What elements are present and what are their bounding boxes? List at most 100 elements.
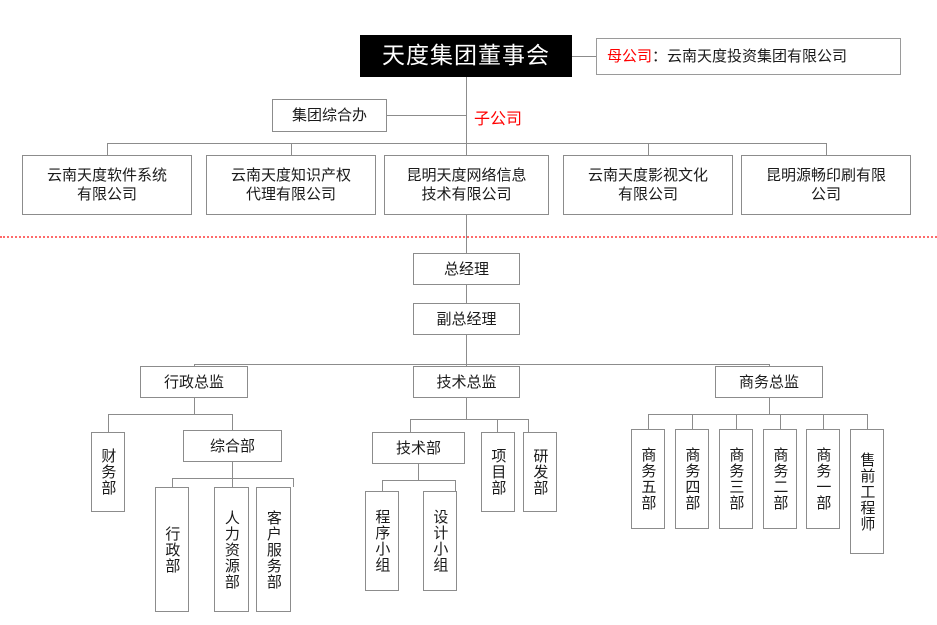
connector-business-drop-2 [692, 414, 693, 429]
node-label: 商务五部 [639, 447, 658, 511]
node-programming-team[interactable]: 程序小组 [365, 491, 399, 591]
connector-admin-drop-finance [108, 414, 109, 432]
node-subsidiary-5[interactable]: 昆明源畅印刷有限 公司 [741, 155, 911, 215]
node-general-affairs-department[interactable]: 综合部 [183, 430, 282, 462]
node-subsidiary-4[interactable]: 云南天度影视文化 有限公司 [563, 155, 733, 215]
connector-ga-drop-3 [293, 478, 294, 487]
node-director-technology[interactable]: 技术总监 [413, 366, 520, 398]
connector-tech-drop-dept [410, 419, 411, 432]
node-label-line1: 云南天度软件系统 [46, 166, 167, 185]
node-technology-department[interactable]: 技术部 [372, 432, 465, 464]
node-label: 项目部 [489, 448, 508, 496]
connector-techdept-drop-1 [382, 480, 383, 491]
node-director-administration[interactable]: 行政总监 [140, 366, 248, 398]
node-label: 程序小组 [373, 509, 392, 573]
connector-business-drop-5 [823, 414, 824, 429]
connector-admin-drop-general [232, 414, 233, 430]
connector-business-drop-4 [780, 414, 781, 429]
node-director-business[interactable]: 商务总监 [715, 366, 823, 398]
node-label-line1: 云南天度知识产权 [230, 166, 351, 185]
node-label-line1: 昆明天度网络信息 [406, 166, 527, 185]
connector-root-to-parent-legend [572, 56, 596, 57]
connector-business-drop-3 [736, 414, 737, 429]
node-project-department[interactable]: 项目部 [481, 432, 515, 512]
node-presales-engineer[interactable]: 售前工程师 [850, 429, 884, 554]
node-label: 天度集团董事会 [382, 42, 550, 69]
connector-directors-bus [194, 364, 769, 365]
node-subsidiary-2[interactable]: 云南天度知识产权 代理有限公司 [206, 155, 376, 215]
node-label: 人力资源部 [222, 509, 241, 590]
node-finance-department[interactable]: 财务部 [91, 432, 125, 512]
connector-business-drop-6 [867, 414, 868, 429]
node-business-unit-3[interactable]: 商务三部 [719, 429, 753, 529]
node-label: 行政总监 [163, 372, 224, 391]
connector-techdept-bus [382, 480, 455, 481]
node-label: 行政部 [163, 525, 182, 574]
connector-business-trunk [769, 398, 770, 414]
legend-subsidiary-tag: 子公司 [474, 109, 523, 128]
node-business-unit-4[interactable]: 商务四部 [675, 429, 709, 529]
legend-parent-company-text: 母公司：云南天度投资集团有限公司 [607, 47, 847, 66]
node-business-unit-2[interactable]: 商务二部 [763, 429, 797, 529]
node-label-line2: 代理有限公司 [245, 185, 336, 203]
node-label-line2: 技术有限公司 [421, 185, 512, 203]
node-label: 技术部 [395, 438, 441, 457]
node-label: 商务二部 [771, 447, 790, 511]
node-label: 设计小组 [431, 509, 450, 573]
section-divider [0, 236, 937, 238]
node-label: 商务总监 [738, 372, 799, 391]
node-general-manager[interactable]: 总经理 [413, 253, 520, 285]
node-administration-department[interactable]: 行政部 [155, 487, 189, 612]
node-label-line1: 云南天度影视文化 [587, 166, 708, 185]
node-label-line1: 昆明源畅印刷有限 [765, 166, 886, 185]
node-label: 商务三部 [727, 447, 746, 511]
node-label: 集团综合办 [291, 106, 367, 125]
connector-group-office-to-trunk [387, 115, 466, 116]
legend-parent-company-box: 母公司：云南天度投资集团有限公司 [596, 38, 901, 75]
node-label: 售前工程师 [858, 451, 877, 532]
node-business-unit-1[interactable]: 商务一部 [806, 429, 840, 529]
connector-admin-bus [108, 414, 232, 415]
connector-ga-drop-2 [232, 478, 233, 487]
connector-ga-drop-1 [172, 478, 173, 487]
node-deputy-general-manager[interactable]: 副总经理 [413, 303, 520, 335]
node-board-of-directors[interactable]: 天度集团董事会 [360, 35, 572, 77]
connector-tech-drop-project [497, 419, 498, 432]
connector-admin-trunk [194, 398, 195, 414]
node-label: 副总经理 [436, 309, 497, 328]
node-label: 综合部 [209, 436, 255, 455]
legend-parent-tag: 母公司 [607, 47, 653, 66]
node-human-resources-department[interactable]: 人力资源部 [214, 487, 249, 612]
node-subsidiary-3[interactable]: 昆明天度网络信息 技术有限公司 [384, 155, 549, 215]
connector-trunk-through-divider [466, 215, 467, 253]
node-label: 商务一部 [814, 447, 833, 511]
connector-deputy-trunk [466, 335, 467, 364]
connector-tech-drop-rnd [528, 419, 529, 432]
node-subsidiary-1[interactable]: 云南天度软件系统 有限公司 [22, 155, 192, 215]
node-label: 总经理 [443, 259, 489, 278]
connector-gm-to-deputy [466, 285, 467, 303]
node-label: 财务部 [99, 448, 118, 496]
node-group-general-office[interactable]: 集团综合办 [272, 99, 387, 132]
connector-general-affairs-trunk [232, 462, 233, 478]
node-label: 商务四部 [683, 447, 702, 511]
connector-subsidiary-drop-1 [107, 143, 108, 155]
connector-subsidiary-drop-5 [826, 143, 827, 155]
connector-tech-trunk [466, 398, 467, 419]
connector-techdept-drop-2 [455, 480, 456, 491]
legend-parent-separator: ： [652, 47, 668, 66]
node-rnd-department[interactable]: 研发部 [523, 432, 557, 512]
node-label-line2: 公司 [810, 185, 841, 203]
node-customer-service-department[interactable]: 客户服务部 [256, 487, 291, 612]
connector-subsidiary-drop-2 [291, 143, 292, 155]
connector-techdept-trunk [418, 464, 419, 480]
legend-parent-name: 云南天度投资集团有限公司 [667, 47, 848, 66]
connector-business-bus [648, 414, 867, 415]
node-label: 研发部 [531, 448, 550, 496]
node-label: 技术总监 [436, 372, 497, 391]
node-label: 客户服务部 [264, 509, 283, 590]
node-design-team[interactable]: 设计小组 [423, 491, 457, 591]
node-label-line2: 有限公司 [617, 185, 678, 203]
node-business-unit-5[interactable]: 商务五部 [631, 429, 665, 529]
